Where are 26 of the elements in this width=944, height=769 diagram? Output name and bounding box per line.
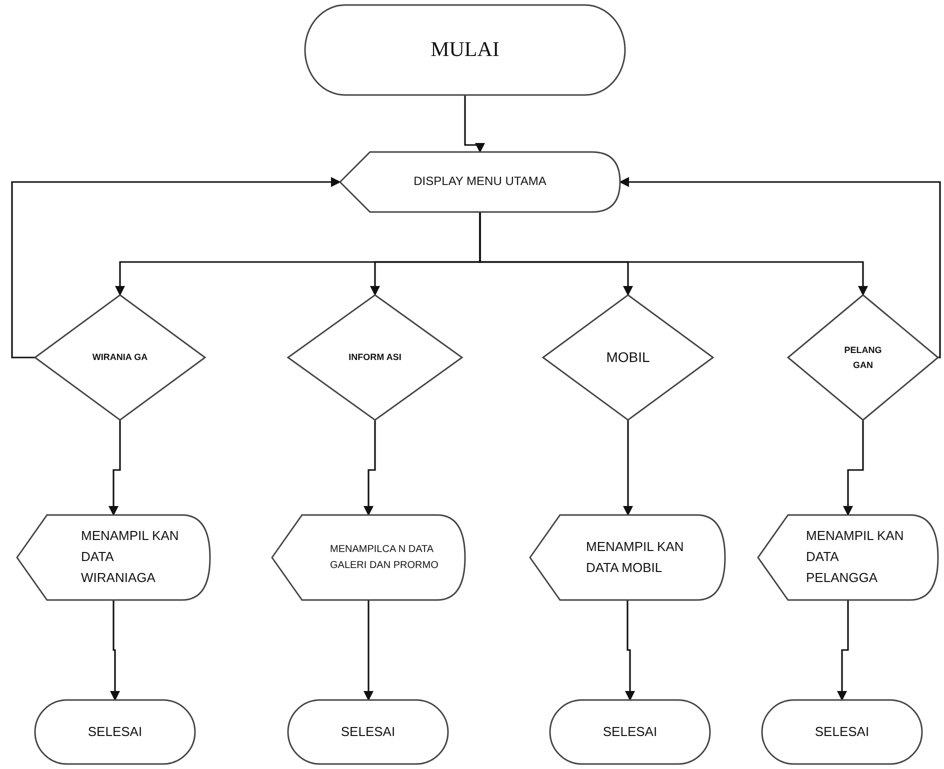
display-label: MENAMPILCA N DATA GALERI DAN PRORMO (330, 542, 440, 572)
terminator-label: SELESAI (340, 722, 396, 741)
display-label: MENAMPIL KAN DATA MOBIL (586, 538, 685, 576)
arrow (108, 420, 121, 516)
decision-label: WIRANIA GA (91, 351, 149, 364)
arrow (479, 212, 868, 296)
arrow (619, 177, 941, 358)
terminator-label: MULAI (430, 36, 500, 64)
decision-label: INFORM ASI (348, 351, 402, 364)
arrow (623, 420, 633, 516)
arrow (625, 600, 635, 701)
display-label: MENAMPIL KAN DATA WIRANIAGA (81, 527, 180, 587)
terminator-label: SELESAI (602, 722, 658, 741)
decision-label: MOBIL (606, 348, 650, 368)
arrow (11, 177, 341, 358)
arrow (464, 95, 485, 153)
decision-label: PELANG GAN (843, 344, 883, 372)
display-label: MENAMPIL KAN DATA PELANGGA (806, 527, 905, 587)
terminator-label: SELESAI (88, 722, 142, 741)
arrow (364, 600, 374, 701)
arrow (837, 600, 849, 701)
display-label: DISPLAY MENU UTAMA (414, 173, 546, 190)
arrow (843, 420, 864, 516)
arrow (110, 600, 120, 701)
terminator-label: SELESAI (814, 722, 870, 741)
arrow (364, 420, 376, 516)
